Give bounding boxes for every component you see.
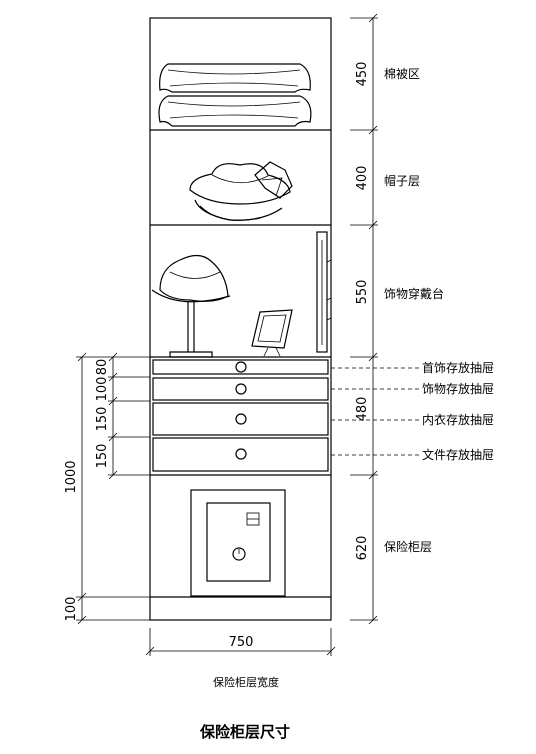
label-hat: 帽子层 bbox=[384, 173, 420, 188]
width-caption: 保险柜层宽度 bbox=[213, 675, 279, 689]
dimension-left-total: 1000 bbox=[64, 460, 79, 493]
drawer-accessory[interactable] bbox=[152, 377, 329, 401]
cabinet-outline bbox=[149, 17, 332, 621]
label-drawer-document: 文件存放抽屉 bbox=[422, 447, 494, 462]
hat-illustration bbox=[189, 161, 293, 221]
dimension-width: 750 bbox=[229, 635, 254, 650]
safe-box bbox=[190, 489, 286, 597]
left-total-dimension-line bbox=[76, 352, 150, 625]
safe-dial-icon[interactable] bbox=[232, 547, 246, 561]
right-dimension-line bbox=[350, 13, 378, 625]
dimension-drawer-underwear: 150 bbox=[95, 407, 110, 432]
label-drawer-jewelry: 首饰存放抽屉 bbox=[422, 360, 494, 375]
dimension-drawer-accessory: 100 bbox=[95, 377, 110, 402]
dimension-hat: 400 bbox=[355, 166, 370, 191]
label-drawer-accessory: 饰物存放抽屉 bbox=[422, 381, 494, 396]
drawing-title: 保险柜层尺寸 bbox=[199, 723, 290, 741]
drawer-jewelry[interactable] bbox=[152, 359, 329, 375]
label-safe: 保险柜层 bbox=[384, 539, 432, 554]
dimension-safe: 620 bbox=[355, 536, 370, 561]
dimension-quilt: 450 bbox=[355, 62, 370, 87]
dimension-accessory-dressing: 550 bbox=[355, 280, 370, 305]
quilt-illustration bbox=[158, 63, 312, 127]
drawer-document[interactable] bbox=[152, 437, 329, 472]
dimension-plinth: 100 bbox=[64, 597, 79, 622]
drawer-leader-lines bbox=[331, 367, 420, 456]
drawer-underwear[interactable] bbox=[152, 402, 329, 436]
label-drawer-underwear: 内衣存放抽屉 bbox=[422, 412, 494, 427]
label-accessory-dressing: 饰物穿戴台 bbox=[384, 286, 444, 301]
dimension-drawer-document: 150 bbox=[95, 444, 110, 469]
drawer-stack bbox=[152, 359, 329, 472]
label-quilt: 棉被区 bbox=[384, 67, 420, 81]
dressing-display-illustration bbox=[151, 231, 332, 358]
width-dimension-line bbox=[145, 628, 336, 656]
dimension-drawer-total: 480 bbox=[355, 397, 370, 422]
dimension-drawer-jewelry: 80 bbox=[95, 359, 110, 376]
left-drawer-dimension-line bbox=[108, 352, 150, 480]
